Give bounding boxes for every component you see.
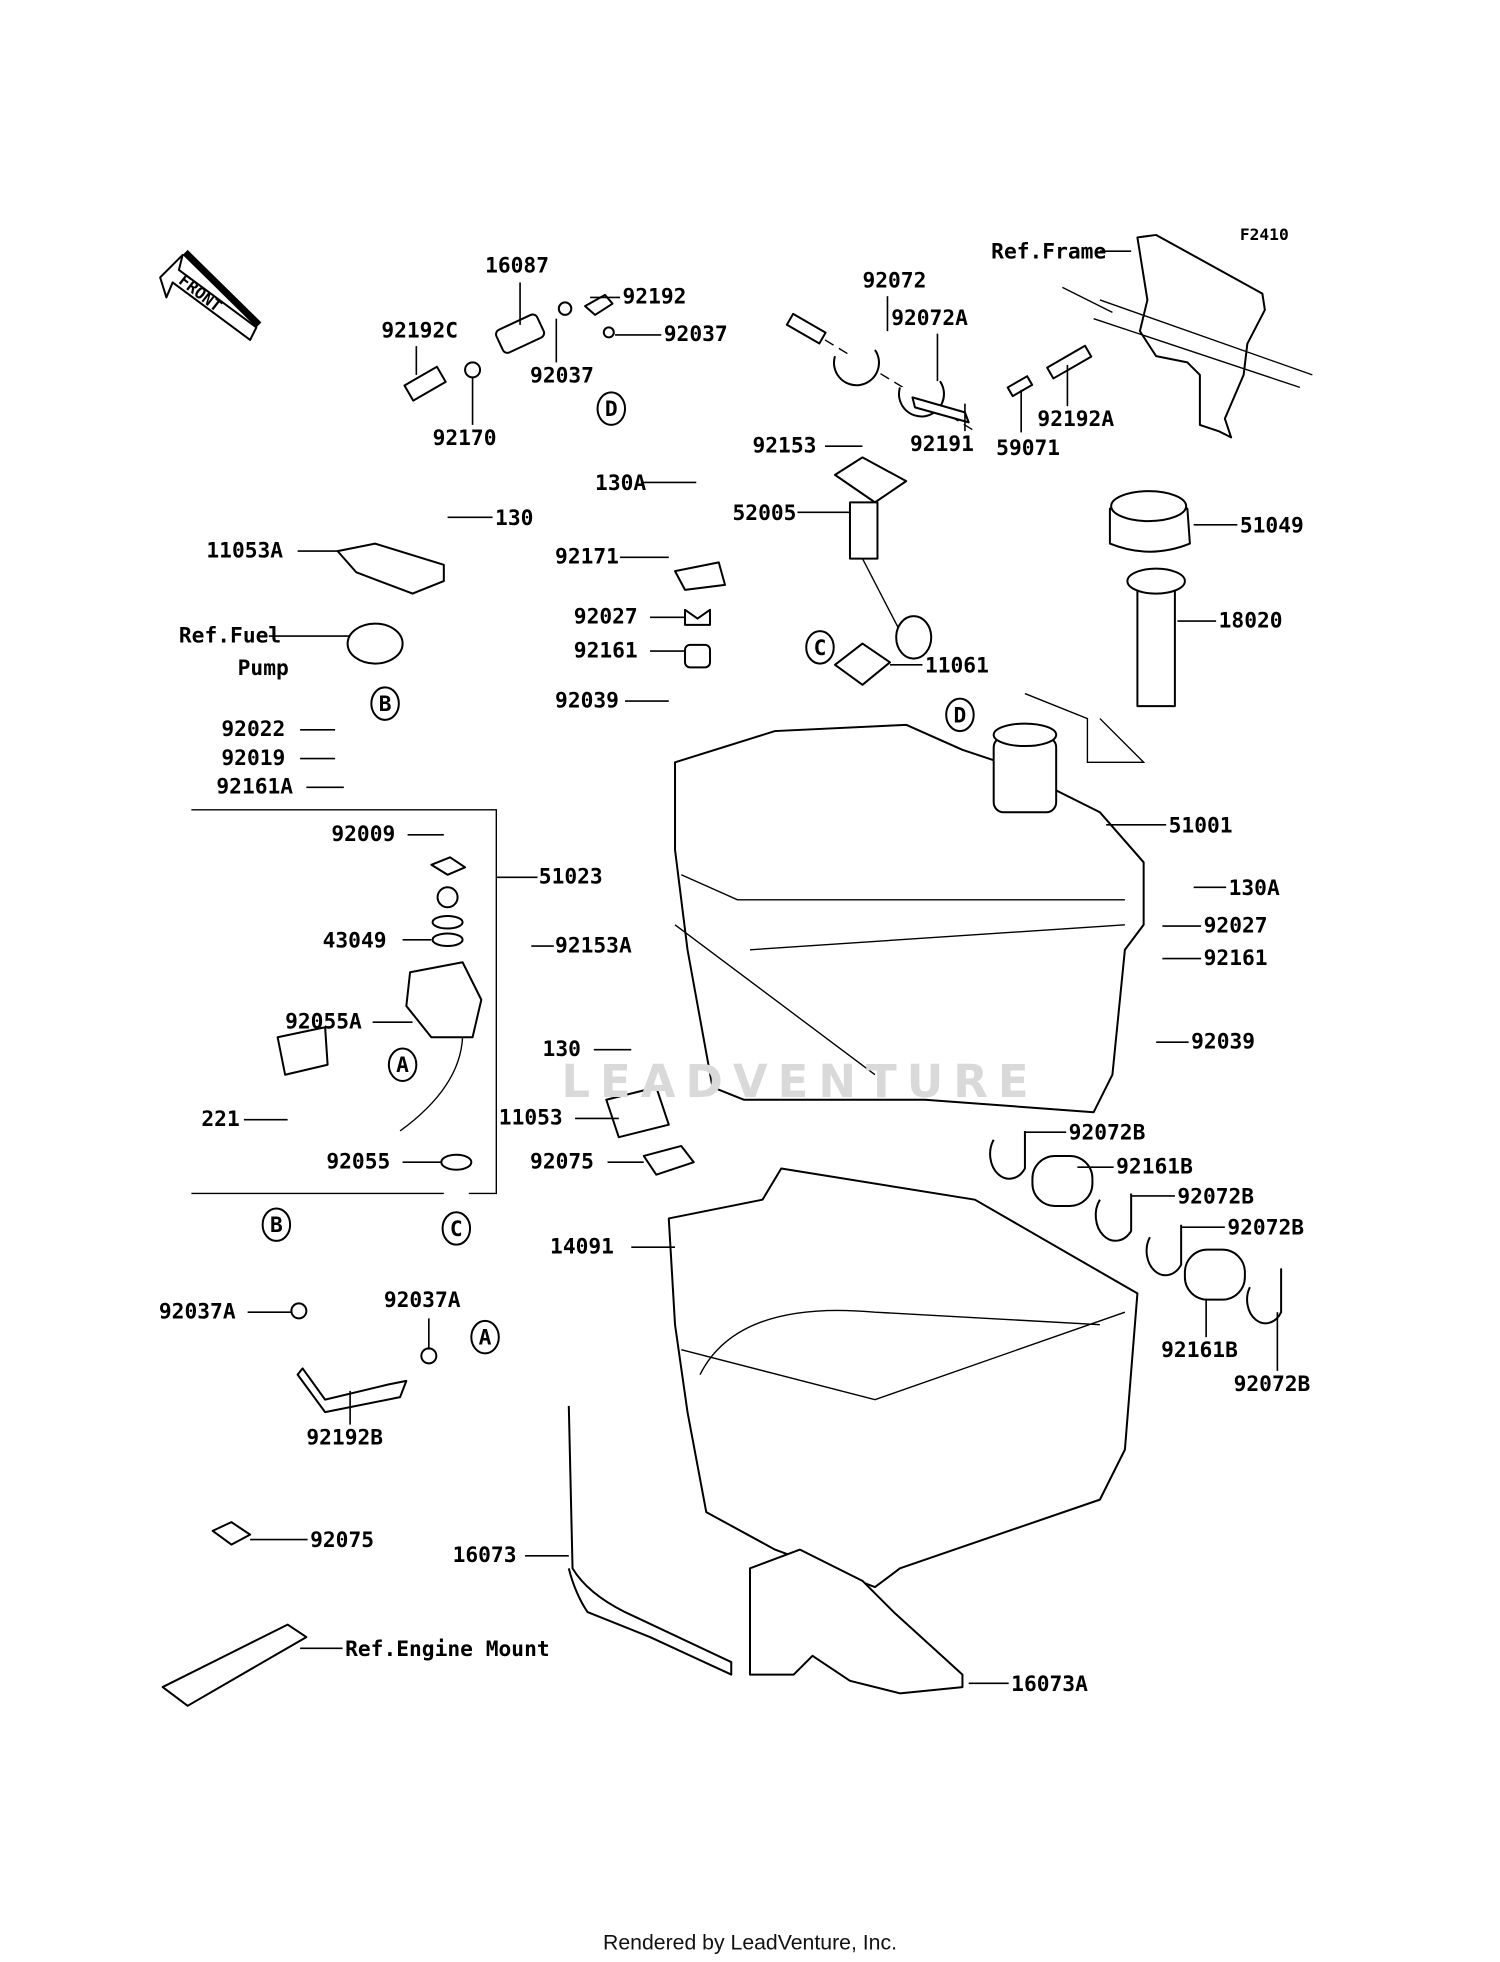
part-label: 14091 [550,1234,614,1259]
front-label: FRONT [175,271,225,316]
part-label: 92009 [331,822,395,847]
part-label: 92037A [384,1288,461,1313]
watermark: LEADVENTURE [561,1055,1038,1108]
callout-circle [805,630,835,665]
part-label: 92153 [752,433,816,458]
part-label: 92171 [555,545,619,570]
part-label: Ref.Engine Mount [345,1637,550,1662]
part-label: 92055 [326,1149,390,1174]
part-label: 130A [1229,876,1280,901]
part-label: 92037 [530,363,594,388]
part-label: 51023 [539,865,603,890]
part-label: Pump [238,656,289,681]
part-label: 92072B [1069,1121,1146,1146]
heat-shield-16073 [567,1405,733,1676]
part-label: 18020 [1219,608,1283,633]
callout-circle [370,686,400,721]
part-label: 92191 [910,432,974,457]
part-label: 92192C [381,318,458,343]
part-label: 92170 [433,426,497,451]
part-label: 130A [595,471,646,496]
part-label: 51001 [1169,813,1233,838]
callout-circle [945,697,975,733]
part-label: 16073A [1011,1672,1088,1697]
part-label: 92153A [555,933,632,958]
part-label: 92027 [1204,913,1268,938]
part-label: 92075 [310,1528,374,1553]
part-label: 92192B [306,1426,383,1451]
part-label: 92161B [1161,1338,1238,1363]
part-label: 11061 [925,653,989,678]
callout-letter: D [954,703,967,728]
callout-letter: C [450,1217,463,1242]
part-label: 221 [201,1107,239,1132]
part-drawings [161,233,1313,1707]
part-label: 92039 [555,688,619,713]
fuel-tank-tray [667,1167,1139,1589]
part-label: 92072B [1177,1184,1254,1209]
part-label: 92161A [216,775,293,800]
part-label: 92072B [1227,1216,1304,1241]
part-label: 52005 [733,501,797,526]
part-label: 92027 [574,605,638,630]
part-label: Ref.Fuel [179,623,281,648]
part-label: 16073 [453,1543,517,1568]
part-label: 92161 [574,638,638,663]
part-label: 16087 [485,253,549,278]
part-label: 92072B [1234,1372,1311,1397]
part-label: 130 [495,506,533,531]
callout-circle [261,1207,292,1242]
part-label: 43049 [323,928,387,953]
part-label: Ref.Frame [991,240,1106,265]
callout-letter: A [479,1326,492,1351]
part-label: 92161B [1116,1154,1193,1179]
part-label: 59071 [996,436,1060,461]
part-label: 11053A [206,538,283,563]
callout-letter: B [379,692,392,717]
part-label: 92192A [1037,407,1114,432]
diagram-code: F2410 [1240,225,1289,244]
part-label: 92037 [664,322,728,347]
part-label: 130 [543,1037,581,1062]
front-arrow-icon: FRONT [159,249,262,341]
part-label: 92055A [285,1009,362,1034]
footer-credit: Rendered by LeadVenture, Inc. [603,1931,897,1955]
callout-circle [387,1047,418,1082]
fuel-tank [674,723,1145,1114]
part-label: 92022 [221,717,285,742]
callout-circle [596,391,627,426]
callout-letter: C [814,636,827,661]
part-label: 92075 [530,1149,594,1174]
part-label: 92161 [1204,946,1268,971]
part-label: 92039 [1191,1029,1255,1054]
part-label: 92019 [221,746,285,771]
part-labels: Ref.Frame 16087 92192 92192C 92037 92037 92170… [159,240,1311,1697]
part-label: 11053 [499,1106,563,1131]
callout-letter: A [396,1053,409,1078]
part-label: 92072A [891,306,968,331]
callout-circle [441,1211,472,1246]
part-label: 92072 [862,268,926,293]
callout-letter: B [270,1213,283,1238]
callout-circle [470,1319,500,1355]
part-label: 51049 [1240,513,1304,538]
reference-callouts: D C B D A C B A [261,391,975,1355]
part-label: 92192 [623,285,687,310]
heat-shield-16073A [749,1548,964,1695]
part-label: 92037A [159,1299,236,1324]
callout-letter: D [605,397,618,422]
